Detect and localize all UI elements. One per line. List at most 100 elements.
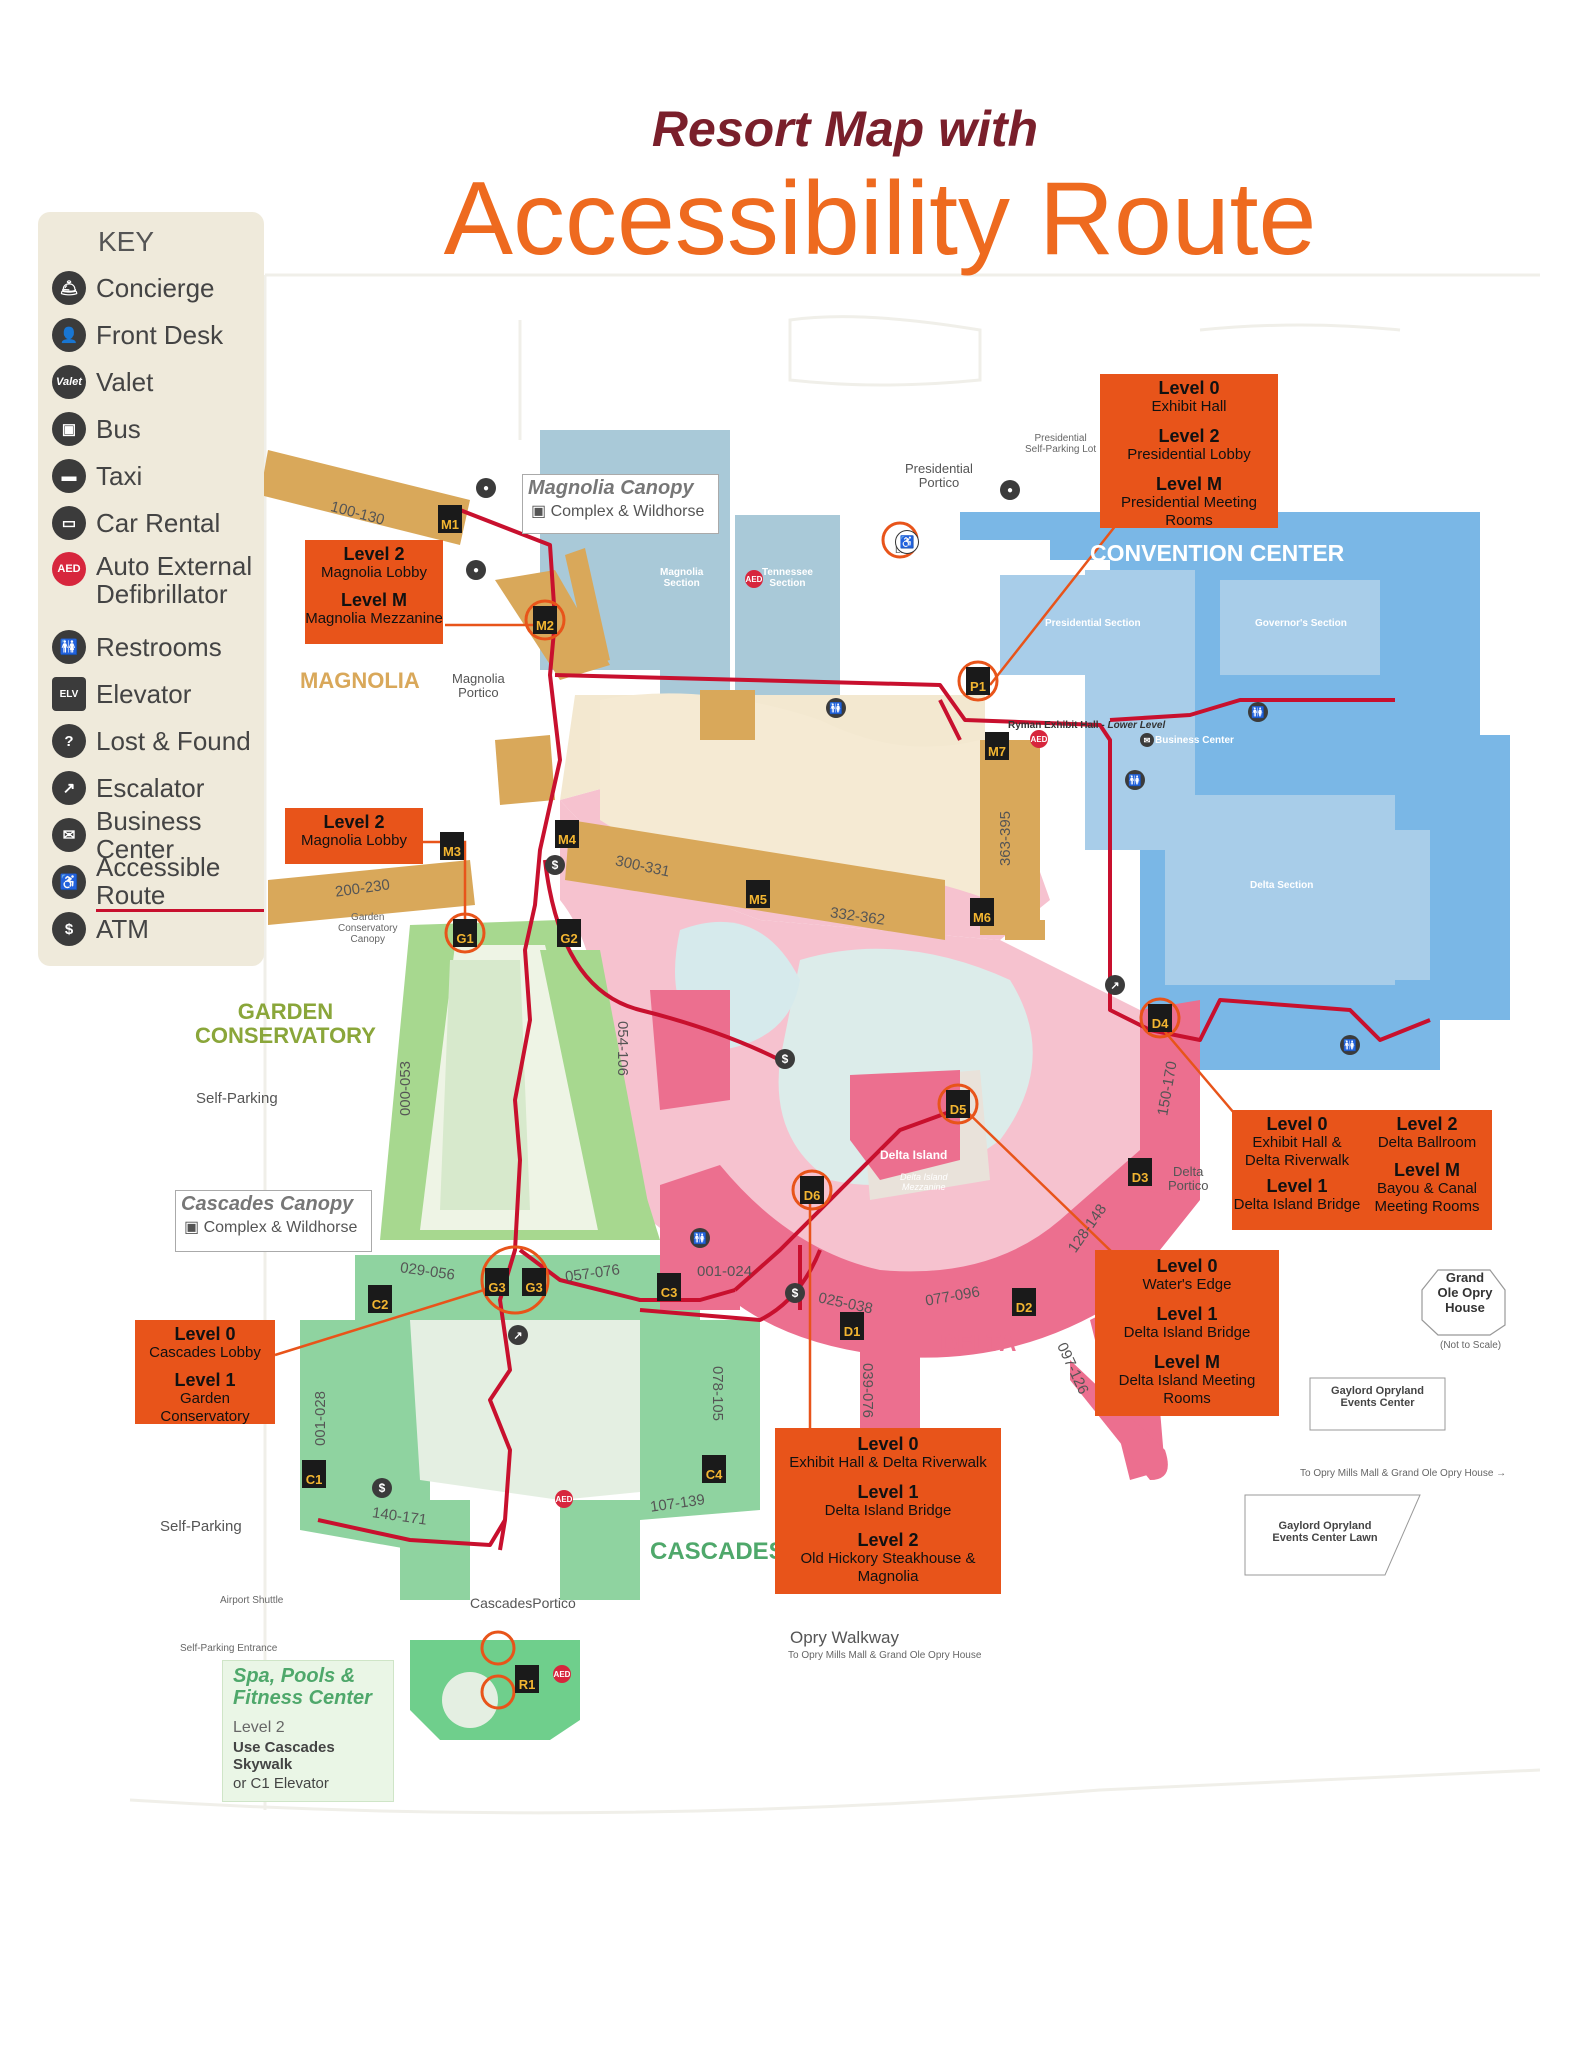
self-parking-label-2: Self-Parking (160, 1518, 242, 1535)
elevator-marker-c1[interactable]: C1 (302, 1460, 326, 1488)
elevator-marker-c3[interactable]: C3 (657, 1273, 681, 1301)
callout-level: Level M (1153, 1352, 1221, 1372)
room-range: 000-053 (397, 1060, 415, 1117)
ryman-text: Ryman Exhibit Hall - (1008, 720, 1105, 731)
elevator-marker-g3-a[interactable]: G3 (485, 1268, 509, 1296)
callout-desc: Magnolia Lobby (321, 564, 427, 581)
elevator-marker-c4[interactable]: C4 (702, 1455, 726, 1483)
spa-building (410, 1640, 580, 1740)
callout-level: Level 2 (857, 1530, 919, 1550)
legend-item-bus: ▣ Bus (52, 409, 141, 449)
callout-desc: Magnolia Mezzanine (305, 610, 443, 627)
escalator-icon: ↗ (52, 771, 86, 805)
callout-level: Level 1 (174, 1370, 236, 1390)
elevator-marker-m2[interactable]: M2 (533, 606, 557, 634)
elevator-marker-g2[interactable]: G2 (557, 919, 581, 947)
zone-label-garden: GARDEN CONSERVATORY (195, 999, 376, 1048)
elevator-marker-r1[interactable]: R1 (515, 1665, 539, 1693)
legend-label: Business Center (96, 806, 202, 864)
legend-item-concierge: 🛎 Concierge (52, 268, 215, 308)
elevator-marker-c2[interactable]: C2 (368, 1285, 392, 1313)
legend-label: Valet (96, 367, 154, 397)
elevator-marker-p1[interactable]: P1 (966, 667, 990, 695)
convention-center-building (960, 512, 1510, 1070)
envelope-icon: ✉ (52, 818, 86, 852)
room-range: 001-024 (697, 1263, 753, 1280)
legend-heading: KEY (98, 226, 155, 257)
elevator-marker-d3[interactable]: D3 (1128, 1158, 1152, 1186)
restroom-icon: 🚻 (52, 630, 86, 664)
callout-delta-d5: Level 0 Water's Edge Level 1 Delta Islan… (1095, 1250, 1279, 1416)
legend-item-front-desk: 👤 Front Desk (52, 315, 223, 355)
legend-label: Car Rental (96, 508, 221, 538)
delta-wings (660, 1000, 1200, 1480)
governors-section-label: Governor's Section (1255, 618, 1347, 629)
spa-level: Level 2 (233, 1719, 285, 1736)
elevator-icon: ELV (52, 677, 86, 711)
front-desk-icon: 👤 (52, 318, 86, 352)
bus-icon: ▣ (531, 503, 551, 520)
legend-item-car-rental: ▭ Car Rental (52, 503, 220, 543)
callout-level: Level 1 (1266, 1176, 1328, 1196)
callout-desc: Water's Edge (1142, 1276, 1232, 1293)
elevator-marker-d5[interactable]: D5 (946, 1090, 970, 1118)
legend-item-aed: AED Auto External Defibrillator (52, 552, 252, 612)
callout-leaders (274, 519, 1241, 1435)
elevator-marker-d1[interactable]: D1 (840, 1312, 864, 1340)
elevator-marker-d6[interactable]: D6 (800, 1176, 824, 1204)
elevator-marker-m4[interactable]: M4 (555, 820, 579, 848)
delta-island-mezz-label: Delta Island Mezzanine (900, 1172, 948, 1192)
car-rental-icon: ▭ (52, 506, 86, 540)
canopy-title: Cascades Canopy (181, 1193, 354, 1215)
elevator-marker-d2[interactable]: D2 (1012, 1288, 1036, 1316)
ryman-lower-text: Lower Level (1107, 720, 1166, 731)
callout-level: Level 2 (1158, 426, 1220, 446)
callout-desc: Delta Island Meeting Rooms (1118, 1372, 1256, 1407)
elevator-marker-m3[interactable]: M3 (440, 832, 464, 860)
elevator-marker-m1[interactable]: M1 (438, 505, 462, 533)
valet-icon: Valet (52, 365, 86, 399)
garden-canopy-label: Garden Conservatory Canopy (338, 912, 398, 945)
callout-cascades: Level 0 Cascades Lobby Level 1 Garden Co… (135, 1320, 275, 1425)
callout-desc: Presidential Lobby (1127, 446, 1251, 463)
magnolia-portico-label: Magnolia Portico (452, 671, 505, 700)
callout-desc: Delta Ballroom (1377, 1134, 1477, 1151)
room-range: 363-395 (997, 810, 1015, 867)
opry-mills-text: To Opry Mills Mall & Grand Ole Opry Hous… (1300, 1468, 1494, 1479)
legend-label: Front Desk (96, 320, 224, 350)
ryman-label: Ryman Exhibit Hall - Lower Level (1008, 720, 1165, 731)
elevator-marker-g1[interactable]: G1 (453, 919, 477, 947)
lift-label: Lift (895, 545, 909, 556)
callout-level: Level 0 (174, 1324, 236, 1344)
self-parking-label-1: Self-Parking (196, 1090, 278, 1107)
callout-desc: Exhibit Hall & Delta Riverwalk (1244, 1134, 1350, 1169)
callout-desc: Delta Island Bridge (1233, 1196, 1361, 1213)
callout-delta-d6: Level 0 Exhibit Hall & Delta Riverwalk L… (775, 1428, 1001, 1594)
delta-portico-label: Delta Portico (1168, 1164, 1209, 1193)
elevator-marker-g3-b[interactable]: G3 (522, 1268, 546, 1296)
callout-desc: Bayou & Canal Meeting Rooms (1374, 1180, 1480, 1215)
legend-label: Taxi (96, 461, 143, 491)
elevator-marker-m7[interactable]: M7 (985, 732, 1009, 760)
atm-dollar-icon: $ (52, 912, 86, 946)
opry-house-shape (1421, 1269, 1506, 1336)
elevator-marker-m6[interactable]: M6 (970, 898, 994, 926)
callout-level: Level 0 (1156, 1256, 1218, 1276)
callout-magnolia-mid: Level 2 Magnolia Lobby (285, 808, 423, 864)
presidential-section-label: Presidential Section (1045, 618, 1141, 629)
elevator-marker-d4[interactable]: D4 (1148, 1004, 1172, 1032)
legend-label: Escalator (96, 773, 205, 803)
bus-icon: ▣ (184, 1219, 204, 1236)
elevator-highlight-rings (444, 521, 1181, 1710)
elevator-marker-m5[interactable]: M5 (746, 880, 770, 908)
delta-section-label: Delta Section (1250, 880, 1314, 891)
legend-item-valet: Valet Valet (52, 362, 153, 402)
wheelchair-icon: ♿ (52, 865, 86, 899)
callout-level: Level 2 (323, 812, 385, 832)
callout-convention: Level 0 Exhibit Hall Level 2 Presidentia… (1100, 374, 1278, 529)
legend-item-lost-found: ? Lost & Found (52, 721, 251, 761)
legend-label: Accessible Route (96, 853, 264, 912)
events-lawn-label: Gaylord Opryland Events Center Lawn (1272, 1520, 1378, 1544)
lost-found-icon: ? (52, 724, 86, 758)
aed-icon: AED (52, 552, 86, 586)
